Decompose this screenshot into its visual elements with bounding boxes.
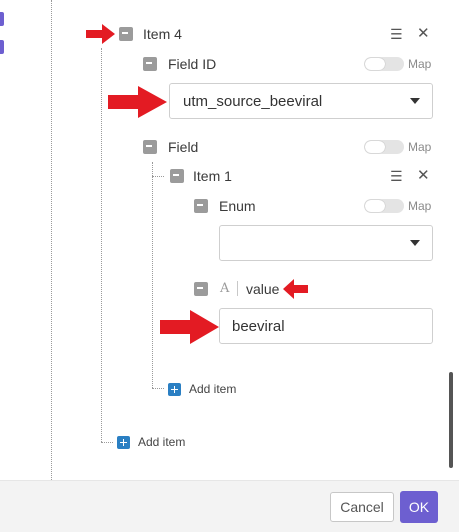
type-divider [237,281,238,296]
scrollbar-thumb[interactable] [449,372,453,468]
ok-button[interactable]: OK [400,491,438,523]
chevron-down-icon [410,98,420,104]
field-id-checkbox[interactable] [143,57,157,71]
item1-label: Item 1 [193,168,232,184]
annotation-arrow-icon [108,86,167,118]
item4-menu-icon[interactable]: ☰ [390,26,403,42]
add-item-icon[interactable] [168,383,181,396]
item1-checkbox[interactable] [170,169,184,183]
item1-menu-icon[interactable]: ☰ [390,168,403,184]
field-id-map-label: Map [408,57,432,71]
value-label: value [246,281,280,297]
text-type-icon: A [220,281,230,296]
mapping-panel: Item 4 ☰ ✕ Field ID Map utm_source_beevi… [4,0,455,480]
enum-checkbox[interactable] [194,199,208,213]
annotation-arrow-icon [86,24,115,44]
value-checkbox[interactable] [194,282,208,296]
field-checkbox[interactable] [143,140,157,154]
enum-map-label: Map [408,199,432,213]
field-id-select-value: utm_source_beeviral [183,93,323,110]
item1-close-icon[interactable]: ✕ [417,167,430,184]
add-item-inner-button[interactable]: Add item [189,382,237,396]
enum-select[interactable] [219,225,433,261]
add-item-outer-button[interactable]: Add item [138,435,186,449]
left-strip [0,0,4,532]
field-id-map-toggle[interactable] [364,57,404,71]
value-input[interactable]: beeviral [219,308,433,344]
toggle-knob [365,200,385,212]
chevron-down-icon [410,240,420,246]
cancel-button[interactable]: Cancel [330,492,394,522]
toggle-knob [365,58,385,70]
dialog-footer: Cancel OK [0,480,459,532]
value-input-text: beeviral [232,318,285,335]
field-id-label: Field ID [168,56,217,72]
enum-map-toggle[interactable] [364,199,404,213]
item4-close-icon[interactable]: ✕ [417,25,430,42]
tree-guide-connector [152,176,164,177]
tree-guide-field [152,162,153,388]
enum-label: Enum [219,198,256,214]
field-label: Field [168,139,199,155]
item4-checkbox[interactable] [119,27,133,41]
tree-guide-outer [51,0,52,480]
annotation-arrow-icon [283,279,308,299]
add-item-icon[interactable] [117,436,130,449]
sidebar-tab-marker[interactable] [0,40,4,54]
field-map-label: Map [408,140,432,154]
field-map-toggle[interactable] [364,140,404,154]
annotation-arrow-icon [160,310,219,344]
tree-guide-connector [152,388,164,389]
field-id-select[interactable]: utm_source_beeviral [169,83,433,119]
tree-guide-connector [101,442,113,443]
item4-label: Item 4 [143,26,182,42]
toggle-knob [365,141,385,153]
tree-guide-item4 [101,48,102,442]
sidebar-tab-marker[interactable] [0,12,4,26]
